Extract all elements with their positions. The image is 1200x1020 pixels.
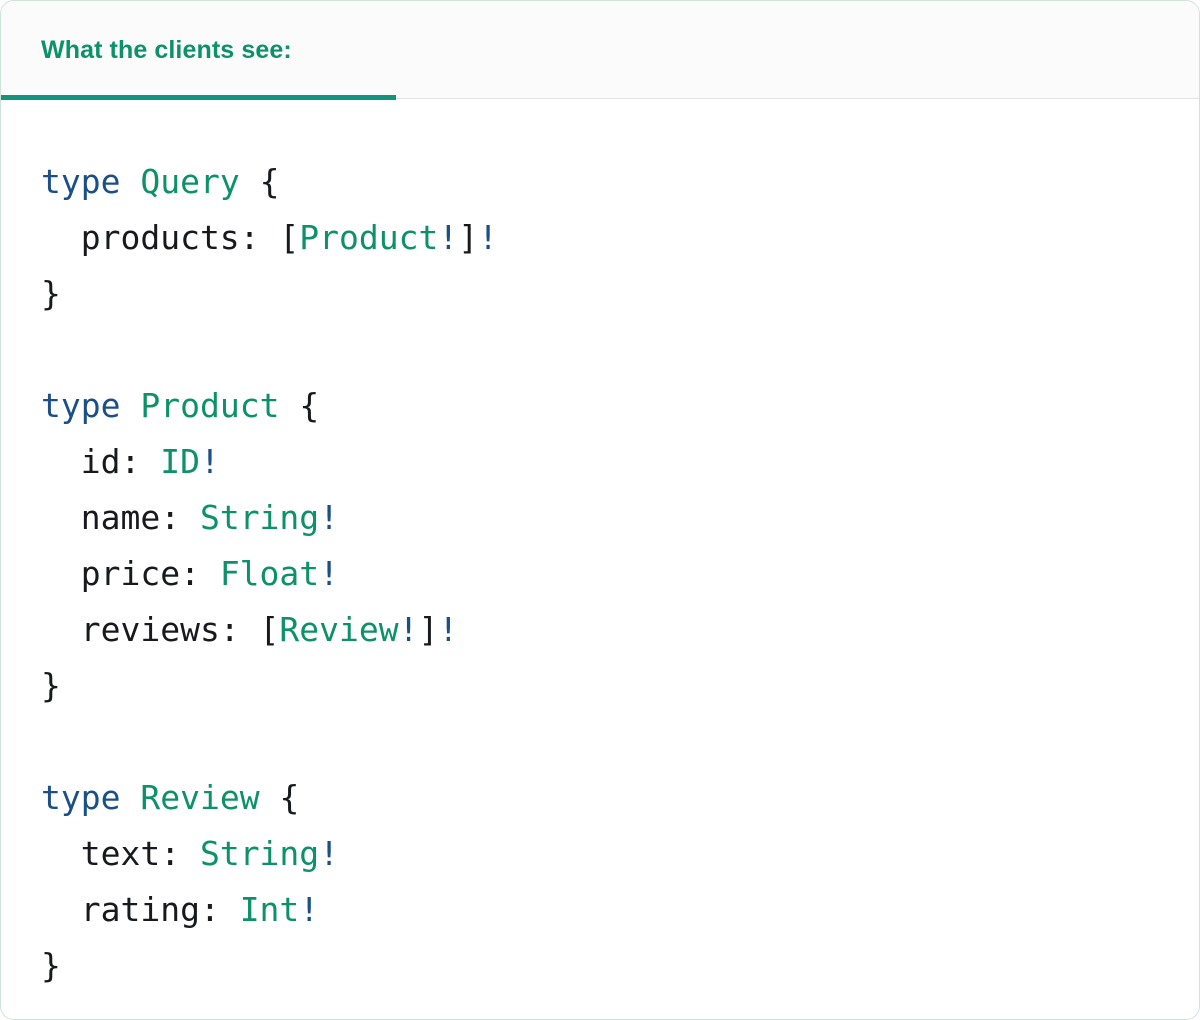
code-token: !: [319, 554, 340, 593]
code-token: !: [299, 890, 320, 929]
code-token: [120, 778, 140, 817]
code-token: !: [438, 610, 459, 649]
code-token: Product: [140, 386, 280, 425]
graphql-schema-code[interactable]: type Query { products: [Product!]!} type…: [41, 154, 1159, 994]
code-token: Int: [239, 890, 300, 929]
code-line: [41, 322, 1159, 378]
code-token: Product: [299, 218, 439, 257]
code-token: text:: [41, 834, 200, 873]
tab-active-underline: [1, 95, 396, 100]
code-line: reviews: [Review!]!: [41, 602, 1159, 658]
code-line: price: Float!: [41, 546, 1159, 602]
code-line: }: [41, 938, 1159, 994]
code-token: [120, 162, 140, 201]
code-token: id:: [41, 442, 161, 481]
code-token: [: [279, 218, 300, 257]
code-token: [120, 386, 140, 425]
code-line: }: [41, 658, 1159, 714]
code-line: type Product {: [41, 378, 1159, 434]
code-line: [41, 714, 1159, 770]
code-token: reviews:: [41, 610, 260, 649]
code-token: !: [319, 834, 340, 873]
tab-label: What the clients see:: [41, 35, 292, 64]
code-token: ID: [160, 442, 200, 481]
code-token: [279, 386, 299, 425]
code-token: Float: [219, 554, 320, 593]
code-line: rating: Int!: [41, 882, 1159, 938]
code-token: ]: [418, 610, 439, 649]
code-line: id: ID!: [41, 434, 1159, 490]
code-line: type Query {: [41, 154, 1159, 210]
code-token: String: [199, 498, 320, 537]
code-token: {: [299, 386, 320, 425]
code-token: {: [259, 162, 280, 201]
code-line: products: [Product!]!: [41, 210, 1159, 266]
code-line: name: String!: [41, 490, 1159, 546]
code-line: type Review {: [41, 770, 1159, 826]
code-token: Review: [140, 778, 260, 817]
code-token: [240, 162, 260, 201]
code-token: !: [438, 218, 459, 257]
code-token: {: [279, 778, 300, 817]
tab-bar: What the clients see:: [1, 1, 1199, 100]
code-token: !: [199, 442, 220, 481]
code-line: }: [41, 266, 1159, 322]
code-token: type: [41, 162, 121, 201]
code-token: ]: [458, 218, 479, 257]
code-token: !: [398, 610, 419, 649]
code-token: Review: [279, 610, 399, 649]
code-token: [260, 778, 280, 817]
code-token: products:: [41, 218, 280, 257]
code-pane[interactable]: type Query { products: [Product!]!} type…: [1, 99, 1199, 994]
code-token: [: [259, 610, 280, 649]
code-token: type: [41, 386, 121, 425]
code-token: name:: [41, 498, 200, 537]
code-lines: type Query { products: [Product!]!} type…: [41, 154, 1159, 994]
tab-what-the-clients-see[interactable]: What the clients see:: [1, 1, 396, 100]
code-token: }: [41, 666, 61, 705]
code-token: price:: [41, 554, 220, 593]
code-token: }: [41, 946, 61, 985]
code-token: Query: [140, 162, 240, 201]
code-token: rating:: [41, 890, 240, 929]
code-token: !: [319, 498, 340, 537]
code-token: String: [199, 834, 320, 873]
code-line: text: String!: [41, 826, 1159, 882]
code-token: type: [41, 778, 121, 817]
code-token: }: [41, 274, 61, 313]
code-token: !: [478, 218, 498, 257]
